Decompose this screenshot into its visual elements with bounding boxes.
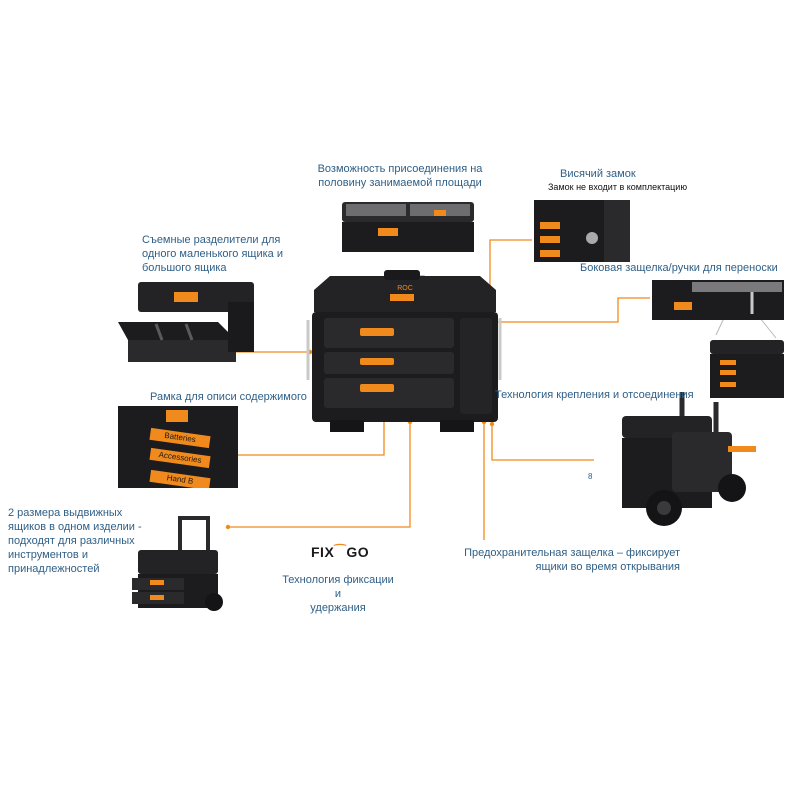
lifted-box-image [710,340,784,398]
organizer-attachment-image [342,202,474,252]
fixgo-logo: FIX⁀GO [311,544,369,561]
fixgo-logo-left: FIX [311,544,335,560]
fixgo-hook-icon: ⁀ [334,544,347,560]
callout-line-two-sizes [228,422,411,528]
padlock-note: Замок не входит в комплектацию [548,182,688,192]
two-sizes-line: 2 размера выдвижных [8,507,123,519]
half-footprint-line: Возможность присоединения на [317,163,483,175]
label-frame-label: Рамка для описи содержимого [150,391,307,403]
safety-latch-line: ящики во время открывания [535,561,680,573]
cart-image [622,392,756,526]
padlock-image [534,200,630,262]
label-frame-image: Batteries Accessories Hand B [118,406,238,488]
fix-tech-line: Технология фиксации и [282,574,394,600]
dividers-label: Съемные разделители для одного маленьког… [142,233,283,275]
side-latch-label: Боковая защелка/ручки для переноски [580,262,778,274]
callout-line-side-latch [496,297,650,323]
mount-tech-label: Технология крепления и отсоединения [495,389,694,401]
half-footprint-line: половину занимаемой площади [318,177,482,189]
main-toolbox-image: ROC [306,270,502,432]
safety-latch-label: Предохранительная защелка – фиксирует ящ… [462,546,680,574]
fix-tech-label: Технология фиксации и удержания [278,573,398,615]
drawer-tag: Batteries [149,427,211,449]
two-sizes-label: 2 размера выдвижных ящиков в одном издел… [8,506,142,576]
two-sizes-line: подходят для различных [8,535,135,547]
two-sizes-line: инструментов и [8,549,88,561]
two-sizes-line: принадлежностей [8,563,100,575]
fix-tech-line: удержания [310,602,366,614]
padlock-title: Висячий замок [560,168,636,180]
dividers-image [118,282,254,362]
drawer-tag: Accessories [149,447,211,469]
dividers-line: большого ящика [142,262,227,274]
rolling-toolbox-image [132,516,223,611]
svg-text:ROC: ROC [397,285,413,292]
dividers-line: Съемные разделители для [142,234,281,246]
fixgo-logo-right: GO [346,544,370,560]
two-sizes-line: ящиков в одном изделии - [8,521,142,533]
callout-line-detach [491,424,594,461]
page-number: 8 [588,472,593,481]
hoist-straps [715,317,777,339]
side-latch-image [652,280,784,320]
drawer-tag: Hand B [149,469,211,488]
safety-latch-line: Предохранительная защелка – фиксирует [464,547,680,559]
dividers-line: одного маленького ящика и [142,248,283,260]
half-footprint-label: Возможность присоединения на половину за… [300,162,500,190]
